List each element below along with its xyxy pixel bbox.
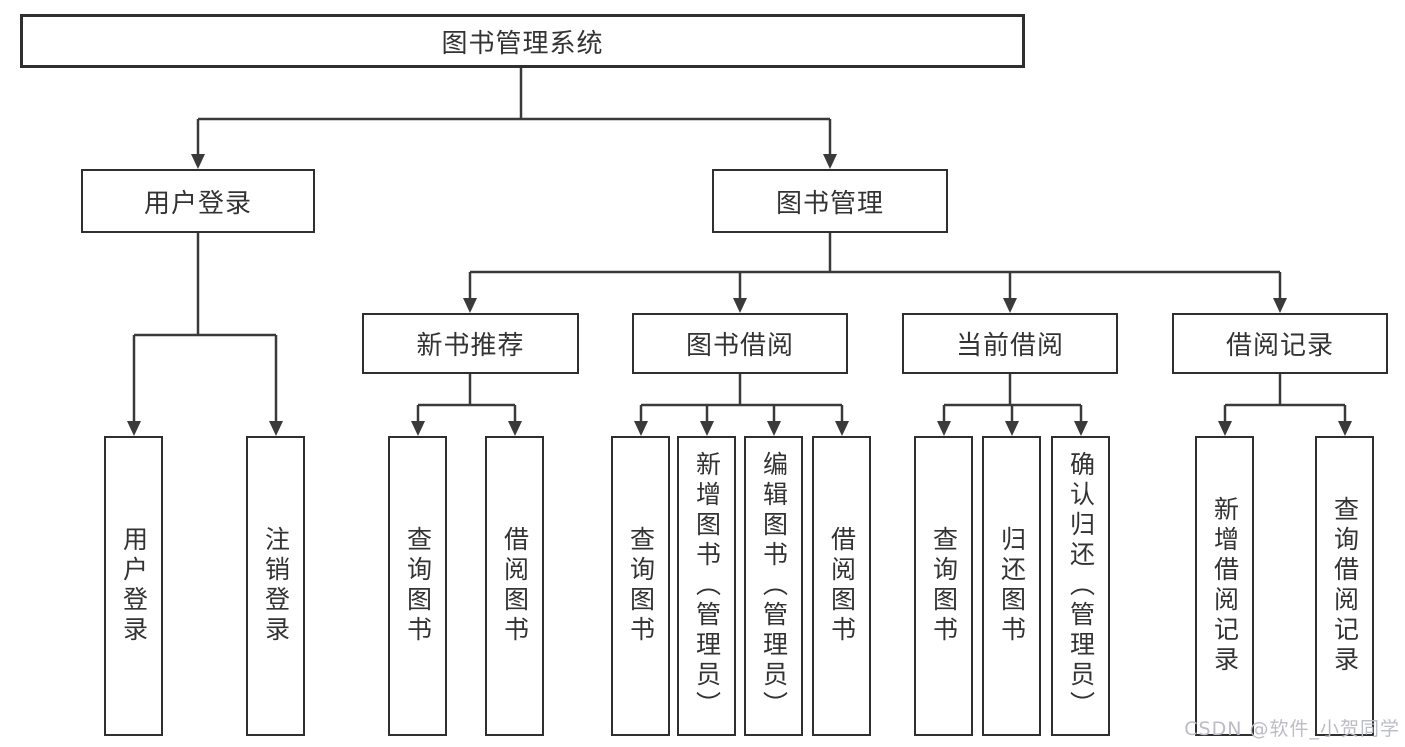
connector-management-to-level3 [468,233,1282,301]
node-current-borrow-label: 当前借阅 [955,331,1064,361]
arrowhead-icon [1074,421,1088,436]
arrowhead-icon [463,298,477,313]
leaf-add-book-admin: 新增图书（管理员） [677,436,736,736]
leaf-borrow-books-label: 借阅图书 [827,526,857,646]
node-borrow-records-label: 借阅记录 [1225,331,1334,361]
arrowhead-icon [411,421,425,436]
connector-borrow-to-leaves [639,374,844,424]
leaf-return-book: 归还图书 [982,436,1041,736]
node-borrow-records: 借阅记录 [1172,313,1388,374]
arrowhead-icon [700,421,714,436]
leaf-confirm-return-admin-label: 确认归还（管理员） [1066,451,1096,721]
arrowhead-icon [767,421,781,436]
leaf-query-books-current: 查询图书 [914,436,973,736]
leaf-query-books-recommend: 查询图书 [388,436,447,736]
leaf-query-books-recommend-label: 查询图书 [403,526,433,646]
leaf-user-login: 用户登录 [104,436,163,736]
connector-login-to-leaves [132,233,278,424]
arrowhead-icon [127,421,141,436]
node-user-login: 用户登录 [81,169,315,233]
arrowhead-icon [508,421,522,436]
leaf-borrow-books: 借阅图书 [812,436,871,736]
node-book-borrow: 图书借阅 [632,313,848,374]
leaf-edit-book-admin-label: 编辑图书（管理员） [759,451,789,721]
arrowhead-icon [1338,421,1352,436]
leaf-add-book-admin-label: 新增图书（管理员） [692,451,722,721]
arrowhead-icon [1003,298,1017,313]
leaf-user-login-label: 用户登录 [119,526,149,646]
connector-current-to-leaves [942,374,1083,424]
leaf-logout-label: 注销登录 [261,526,291,646]
node-book-borrow-label: 图书借阅 [685,331,794,361]
node-root-label: 图书管理系统 [441,28,604,59]
connector-records-to-leaves [1223,374,1347,424]
leaf-confirm-return-admin: 确认归还（管理员） [1051,436,1110,736]
leaf-query-borrow-record: 查询借阅记录 [1315,436,1374,736]
arrowhead-icon [191,154,205,169]
connector-recommend-to-leaves [416,374,517,424]
node-root: 图书管理系统 [20,14,1025,68]
arrowhead-icon [937,421,951,436]
leaf-edit-book-admin: 编辑图书（管理员） [744,436,803,736]
arrowhead-icon [1273,298,1287,313]
leaf-borrow-books-recommend-label: 借阅图书 [500,526,530,646]
leaf-query-borrow-record-label: 查询借阅记录 [1330,496,1360,676]
arrowhead-icon [835,421,849,436]
node-book-management-label: 图书管理 [775,188,884,219]
leaf-logout: 注销登录 [246,436,305,736]
leaf-query-books-borrow: 查询图书 [611,436,670,736]
arrowhead-icon [634,421,648,436]
leaf-query-books-borrow-label: 查询图书 [626,526,656,646]
watermark: CSDN @软件_小贺同学 [1184,718,1400,740]
node-current-borrow: 当前借阅 [902,313,1118,374]
node-new-book-recommend-label: 新书推荐 [416,331,525,361]
arrowhead-icon [733,298,747,313]
leaf-add-borrow-record: 新增借阅记录 [1195,436,1254,736]
node-user-login-label: 用户登录 [143,188,252,219]
arrowhead-icon [1218,421,1232,436]
arrowhead-icon [1005,421,1019,436]
arrowhead-icon [823,154,837,169]
node-new-book-recommend: 新书推荐 [362,313,579,374]
leaf-return-book-label: 归还图书 [997,526,1027,646]
node-book-management: 图书管理 [712,169,948,233]
connector-root-to-level2 [196,68,832,158]
leaf-borrow-books-recommend: 借阅图书 [485,436,544,736]
arrowhead-icon [269,421,283,436]
leaf-query-books-current-label: 查询图书 [929,526,959,646]
leaf-add-borrow-record-label: 新增借阅记录 [1210,496,1240,676]
